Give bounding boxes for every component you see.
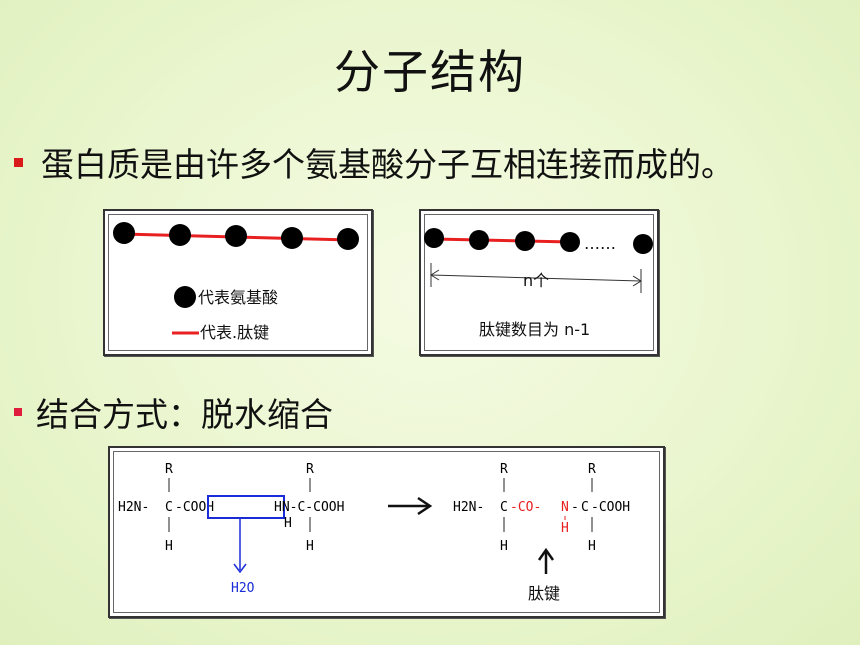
amino-acid-dot: [469, 230, 489, 250]
water-label: H2O: [231, 581, 255, 596]
n-count-label: n个: [523, 271, 549, 290]
peptide-count-diagram: …… n个 肽键数目为 n-1: [424, 228, 653, 339]
page-title: 分子结构: [334, 45, 526, 99]
hydrogen-label: H: [165, 539, 173, 554]
carboxyl-group-label: -COOH: [175, 500, 214, 515]
amino-acid-dot: [113, 222, 135, 244]
peptide-bond-label: 肽键: [528, 584, 560, 603]
amine-group-label: H2N-: [453, 500, 484, 515]
water-removal-box: [207, 495, 285, 519]
hydrogen-label: H: [500, 539, 508, 554]
amino-acid-dot: [515, 231, 535, 251]
alpha-carbon-label: C: [165, 500, 173, 515]
r-group-label: R: [165, 462, 173, 477]
dehydration-reaction-panel: R H2N- C -COOH H H2O R HN-C-COOH H H R H…: [108, 446, 665, 618]
amino-acid-chain-panel: 代表氨基酸 代表.肽键: [103, 209, 373, 356]
amino-acid-dot: [337, 228, 359, 250]
peptide-n-label: N: [561, 500, 569, 515]
bullet-text: 蛋白质是由许多个氨基酸分子互相连接而成的。: [41, 145, 734, 184]
amine-group-label: H2N-: [118, 500, 149, 515]
bullet-square-icon: [14, 408, 22, 416]
chain-diagram: 代表氨基酸 代表.肽键: [113, 222, 359, 342]
r-group-label: R: [500, 462, 508, 477]
amino-acid-dot: [281, 227, 303, 249]
span-arrow-line: [430, 274, 642, 282]
arrow-right-icon: [632, 275, 642, 287]
amino-acid-dot: [560, 232, 580, 252]
bullet-amino-acids: 蛋白质是由许多个氨基酸分子互相连接而成的。: [14, 138, 734, 186]
amine-carboxyl-label: HN-C-COOH: [274, 500, 344, 515]
peptide-co-label: -CO-: [510, 500, 541, 515]
bullet-condensation: 结合方式：脱水缩合: [14, 388, 333, 436]
bond-dash: -: [571, 500, 579, 515]
panel-inner-border: [108, 214, 368, 351]
hydrogen-label: H: [284, 516, 292, 531]
peptide-count-caption: 肽键数目为 n-1: [479, 320, 590, 339]
amino-acid-dot: [424, 228, 444, 248]
arrow-left-icon: [430, 269, 440, 281]
amino-acid-dot: [225, 225, 247, 247]
carboxyl-group-label: -COOH: [591, 500, 630, 515]
hydrogen-label: H: [306, 539, 314, 554]
arrow-right-icon: [417, 496, 433, 516]
amino-acid-dot: [633, 234, 653, 254]
amino-acid-dot: [169, 224, 191, 246]
ellipsis-dots: ……: [584, 234, 616, 253]
alpha-carbon-label: C: [500, 500, 508, 515]
legend-line-text: 代表.肽键: [200, 323, 269, 342]
peptide-count-panel: …… n个 肽键数目为 n-1: [419, 209, 659, 356]
bullet-square-icon: [14, 157, 23, 167]
amide-hydrogen-label: H: [561, 521, 569, 536]
r-group-label: R: [588, 462, 596, 477]
arrow-down-icon: [233, 563, 247, 574]
bullet-text: 结合方式：脱水缩合: [36, 395, 333, 434]
hydrogen-label: H: [588, 539, 596, 554]
legend-dot-icon: [174, 286, 196, 308]
peptide-bond-line: [433, 237, 572, 244]
panel-inner-border: [424, 214, 654, 351]
r-group-label: R: [306, 462, 314, 477]
panel-inner-border: [113, 451, 660, 613]
reaction-diagram: R H2N- C -COOH H H2O R HN-C-COOH H H R H…: [118, 462, 630, 603]
alpha-carbon-label: C: [581, 500, 589, 515]
arrow-up-icon: [537, 547, 555, 561]
legend-dot-text: 代表氨基酸: [198, 288, 278, 307]
